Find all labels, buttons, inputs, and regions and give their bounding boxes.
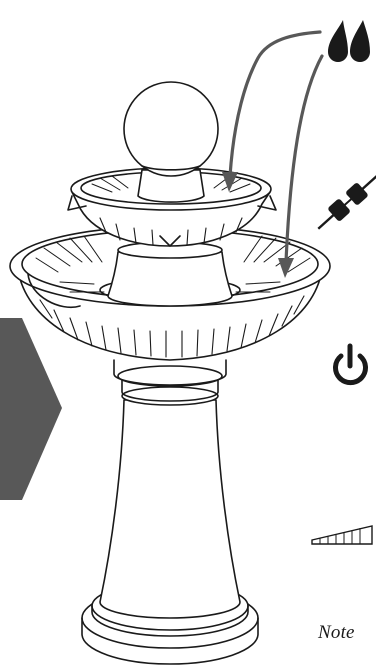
- water-arrow-upper: [230, 32, 320, 176]
- power-plug-icon: [312, 169, 376, 236]
- fountain-middle-column: [108, 242, 232, 306]
- water-arrow-lower: [286, 56, 322, 262]
- fountain-pedestal: [100, 360, 240, 618]
- step-chevron-arrow: [0, 318, 62, 500]
- power-button-icon: [336, 346, 366, 383]
- water-flow-arrows: [230, 32, 322, 262]
- shim-wedge-icon: [312, 526, 372, 544]
- note-label: Note: [318, 622, 355, 644]
- water-drops-icon: [328, 20, 370, 62]
